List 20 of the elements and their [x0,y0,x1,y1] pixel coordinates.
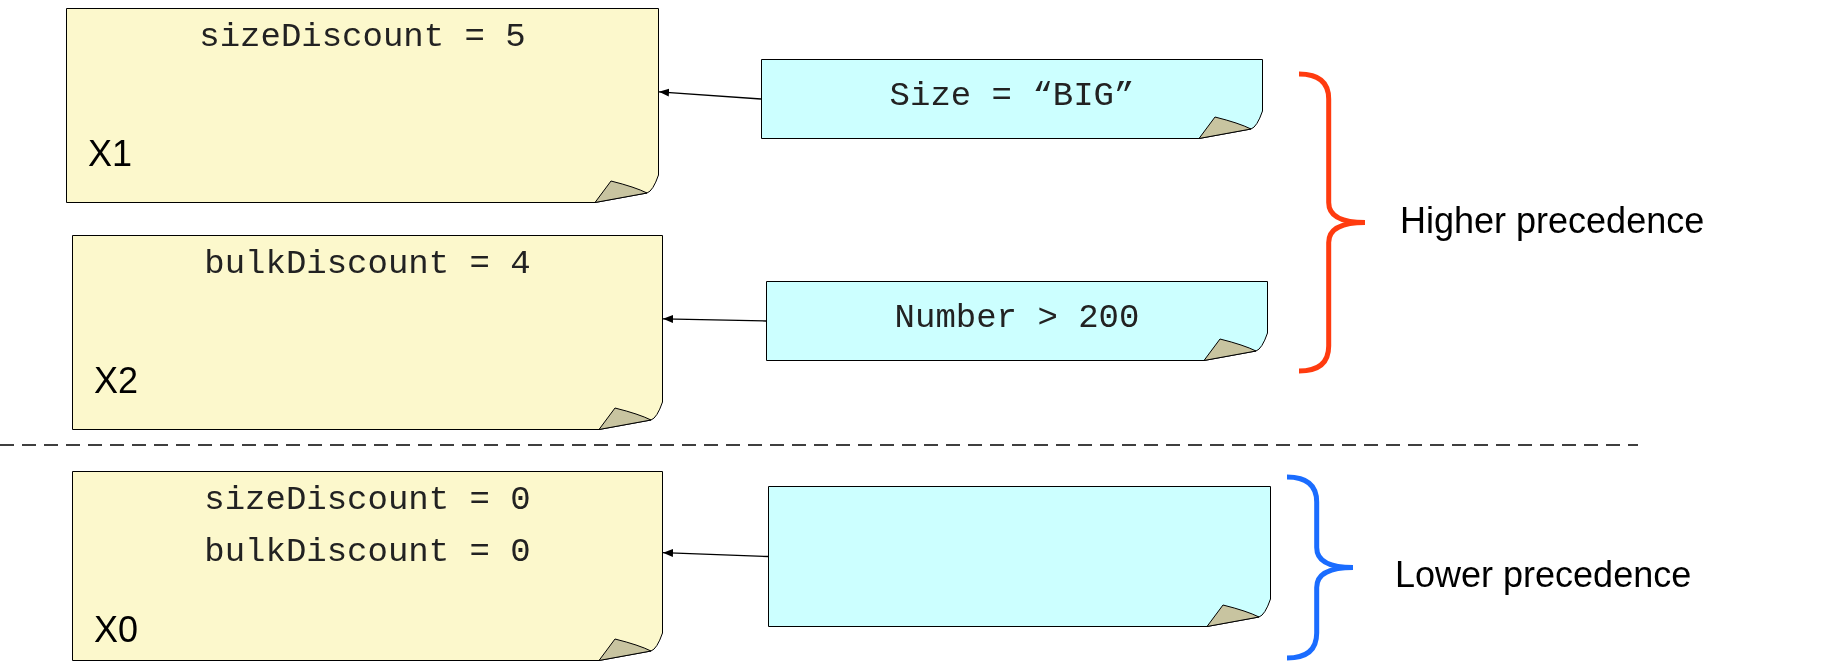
empty-note-box [768,486,1271,627]
note-box [72,235,663,430]
note-box [66,8,659,203]
version-label: X1 [88,133,133,175]
version-label: X0 [94,609,139,651]
note-box [72,471,663,661]
arrow [662,549,769,558]
version-label: X2 [94,360,139,402]
code-text: bulkDiscount = 4 [203,245,532,283]
precedence-label: Lower precedence [1395,554,1692,596]
arrow [662,315,767,324]
code-text: bulkDiscount = 0 [203,533,532,571]
note-box [766,281,1268,361]
condition-text: Size = “BIG” [888,77,1136,115]
condition-text: Number > 200 [893,299,1141,337]
arrow [658,88,762,100]
precedence-label: Higher precedence [1400,200,1705,242]
note-box [761,59,1263,139]
code-text: sizeDiscount = 0 [203,481,532,519]
code-text: sizeDiscount = 5 [198,18,527,56]
